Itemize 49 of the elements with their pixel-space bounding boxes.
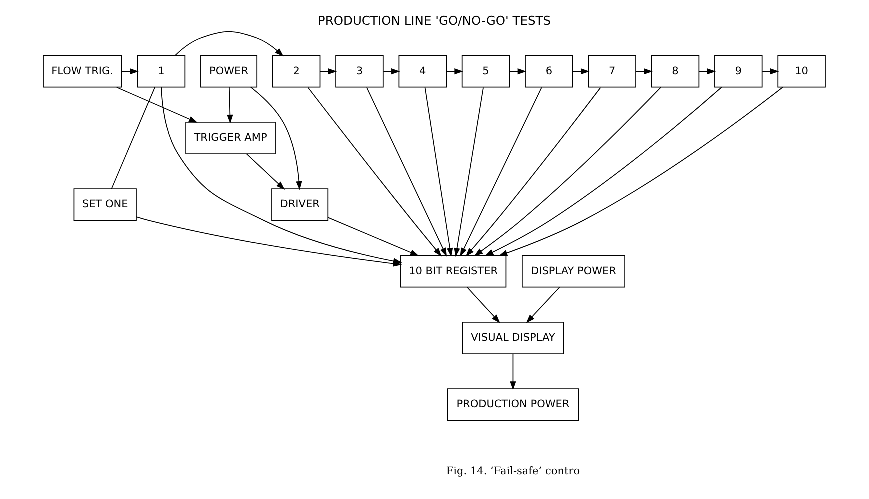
node-box: 9 (714, 55, 763, 88)
node-box: DRIVER (272, 188, 329, 222)
arrow (762, 68, 780, 75)
node-box: TRIGGER AMP (186, 122, 276, 154)
arrow (424, 87, 454, 257)
node-box: DISPLAY POWER (522, 255, 626, 288)
node-box: POWER (200, 55, 258, 88)
arrow (636, 68, 653, 75)
node-box: 2 (272, 55, 321, 88)
arrow (460, 87, 542, 257)
arrow (474, 86, 662, 256)
node-box: PRODUCTION POWER (447, 388, 580, 422)
node-box: VISUAL DISPLAY (462, 322, 564, 354)
node-box: 8 (651, 55, 700, 88)
arrow (366, 87, 448, 257)
arrow (466, 287, 500, 324)
arrow (466, 87, 602, 257)
arrow (320, 68, 338, 75)
arrow (484, 87, 722, 256)
connector (111, 87, 156, 190)
node-box: 4 (398, 55, 447, 88)
node-box: FLOW TRIG. (43, 55, 122, 88)
arrow (227, 87, 234, 124)
node-box: 10 (778, 55, 826, 88)
node-box: 1 (137, 55, 186, 88)
caption: Fig. 14. ‘Fail-safe’ contro (446, 465, 580, 478)
arrow (383, 68, 400, 75)
node-box: SET ONE (74, 188, 137, 222)
arrow (510, 68, 527, 75)
arrow (250, 86, 302, 190)
arrow (116, 87, 198, 123)
arrow (572, 68, 590, 75)
arrow (526, 287, 560, 324)
node-box: 3 (336, 55, 384, 88)
node-box: 6 (525, 55, 574, 88)
arrow (454, 87, 484, 257)
arrow (121, 68, 139, 75)
diagram-title: PRODUCTION LINE 'GO/NO-GO' TESTS (318, 14, 552, 28)
arrow (498, 87, 784, 256)
arrow (174, 31, 284, 57)
arrow (698, 68, 716, 75)
node-box: 10 BIT REGISTER (400, 255, 507, 288)
node-box: 5 (462, 55, 510, 88)
arrow (510, 354, 516, 390)
arrow (446, 68, 464, 75)
arrow (308, 87, 442, 257)
arrow (328, 217, 420, 256)
node-box: 7 (588, 55, 636, 88)
arrow (246, 154, 286, 190)
